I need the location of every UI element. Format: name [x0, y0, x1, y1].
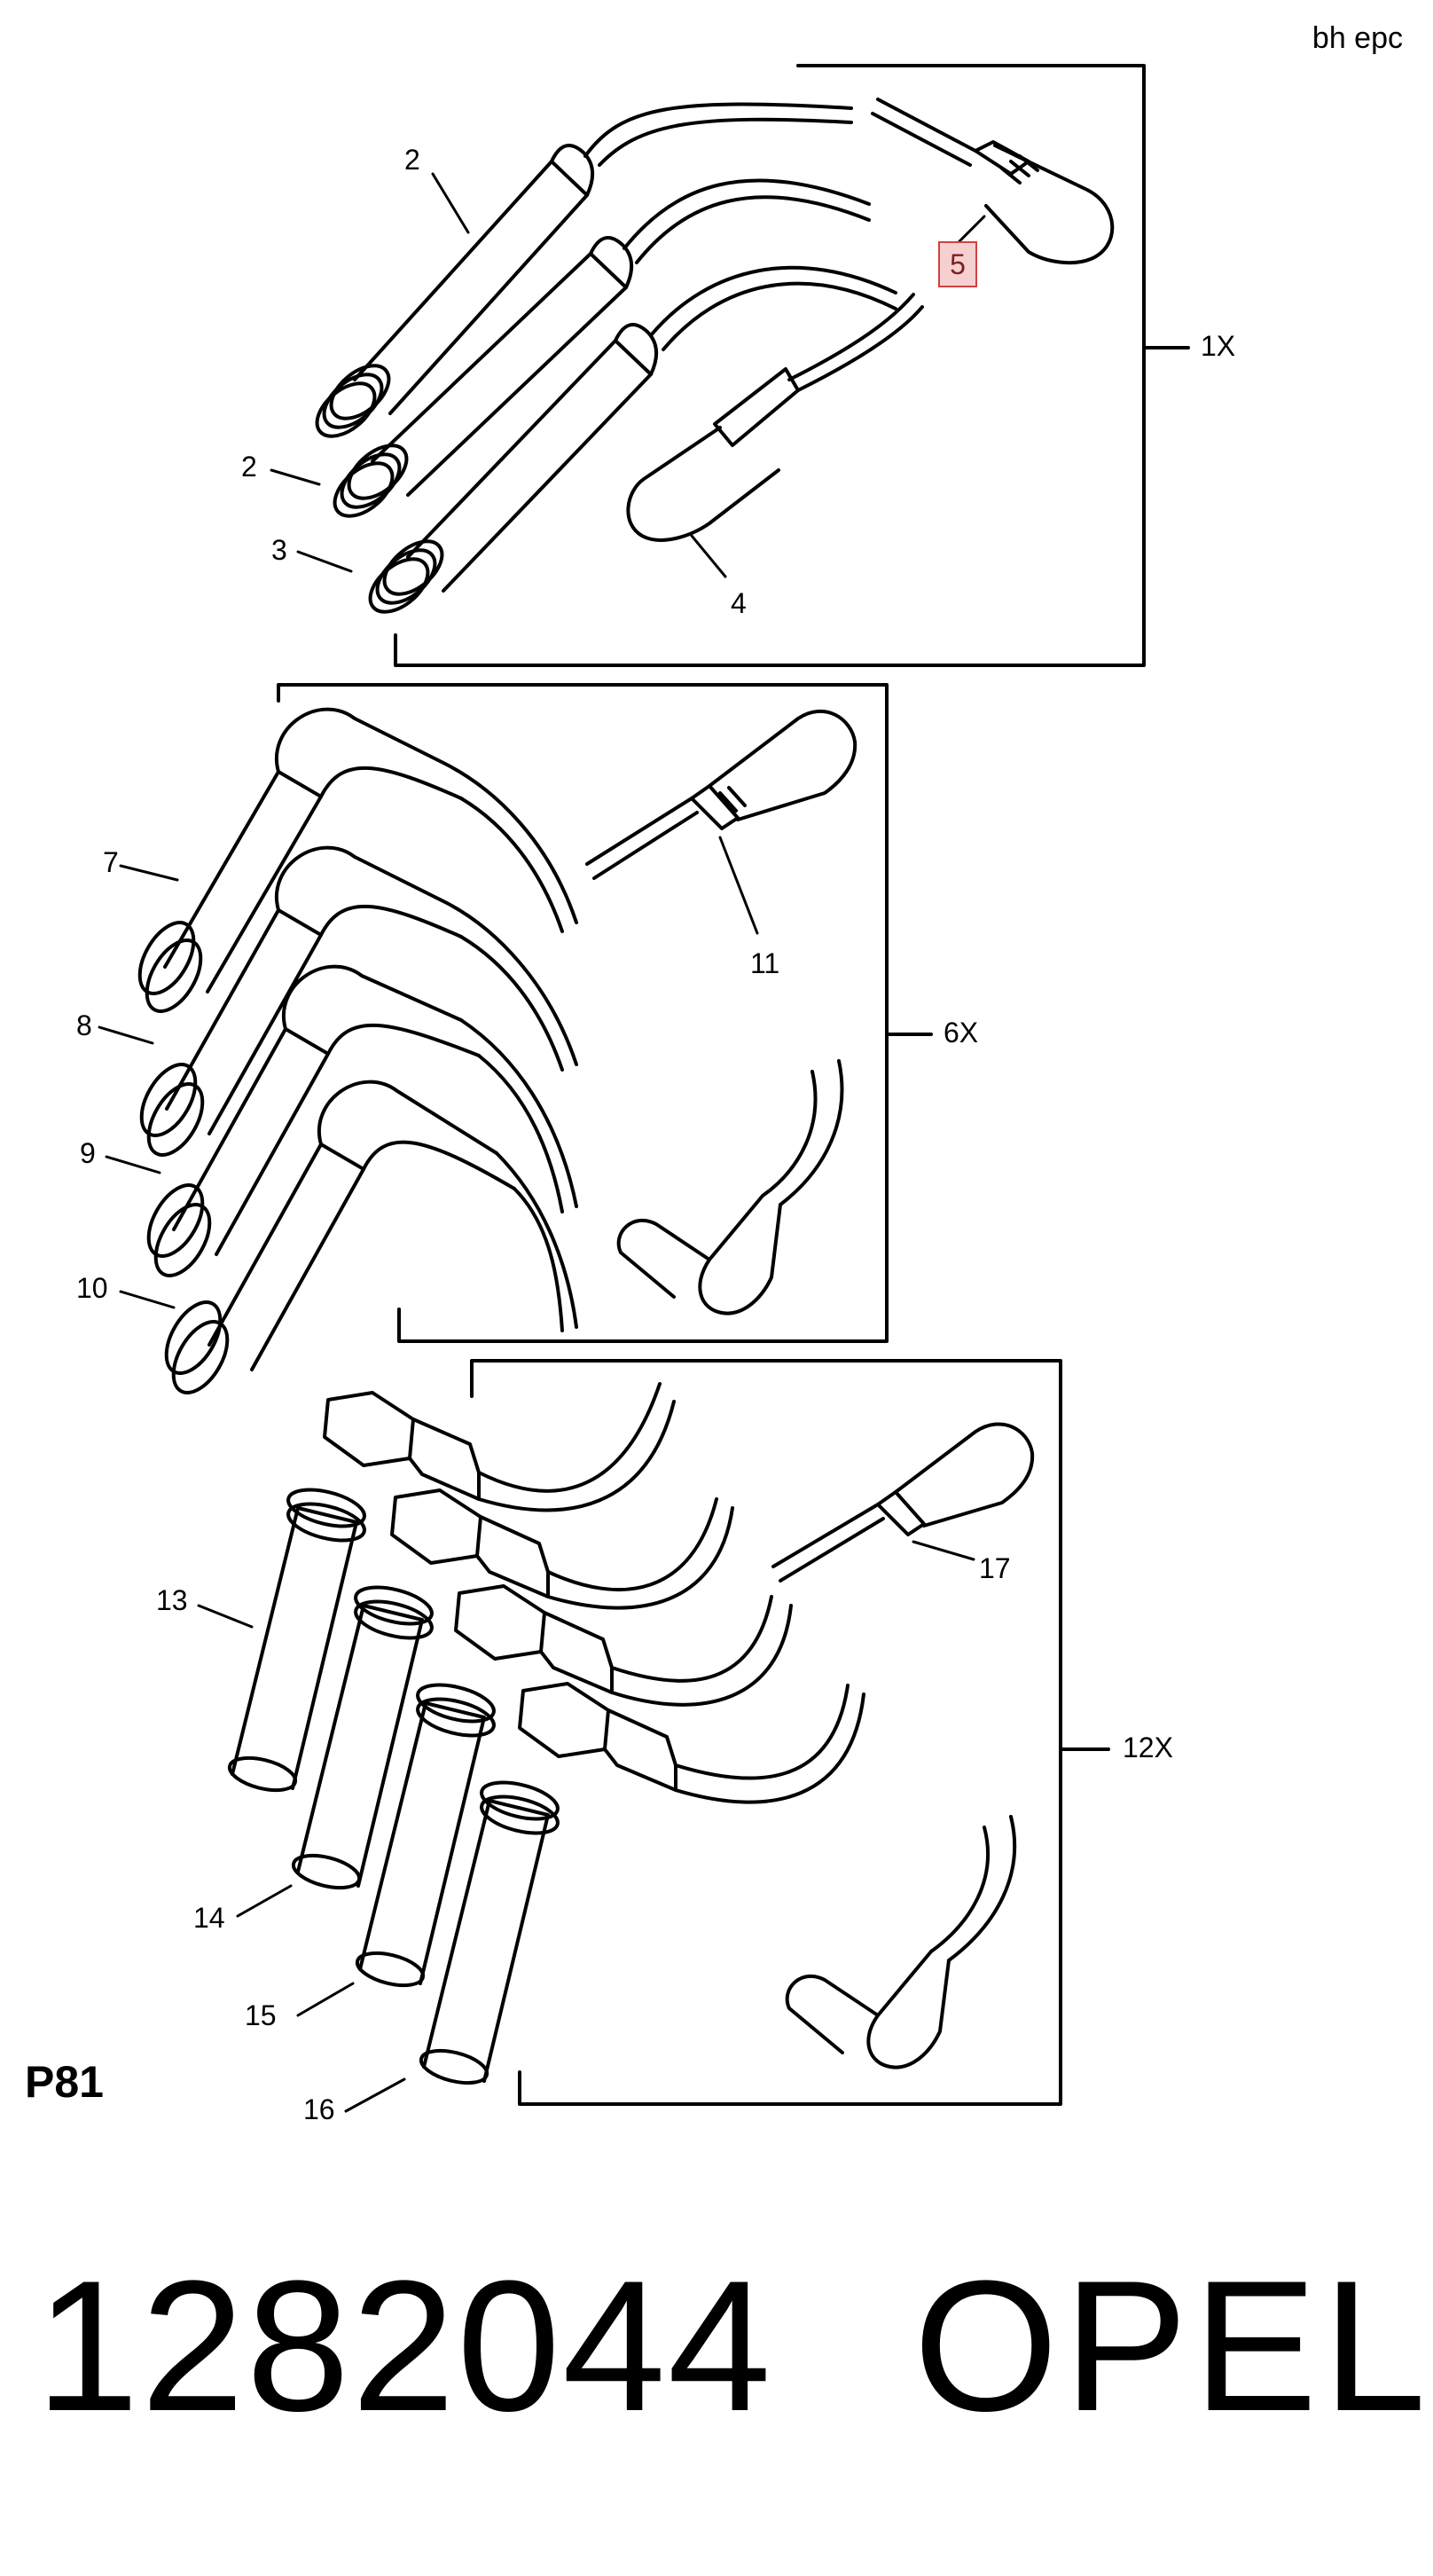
callout-12x: 12X [1123, 1732, 1173, 1763]
callout-4: 4 [731, 587, 747, 619]
brand-name: OPEL [913, 2242, 1432, 2450]
callout-10: 10 [76, 1272, 108, 1304]
header-corner-text: bh epc [1312, 21, 1403, 55]
callout-16: 16 [303, 2093, 335, 2125]
straight-connector-4 [626, 293, 924, 542]
angled-connector-6x [616, 1059, 844, 1315]
boot-set-12x [227, 1382, 865, 2085]
callout-2-lower: 2 [241, 451, 257, 483]
angled-connector-12x [785, 1815, 1017, 2069]
boot-set-1x [315, 102, 897, 614]
callout-2-upper: 2 [404, 144, 420, 176]
leader-lines-6x [98, 836, 759, 1309]
callout-15: 15 [245, 1999, 277, 2031]
callout-14: 14 [193, 1902, 225, 1934]
callout-6x: 6X [944, 1017, 979, 1048]
callout-11: 11 [750, 947, 780, 979]
callout-8: 8 [76, 1009, 92, 1041]
bracket-1x [394, 64, 1190, 667]
coil-connector-17 [771, 1422, 1035, 1583]
callout-17: 17 [979, 1552, 1011, 1584]
coil-connector-11 [585, 709, 857, 880]
bracket-12x [470, 1359, 1110, 2106]
bracket-6x [277, 683, 933, 1343]
part-number: 1282044 [35, 2242, 773, 2450]
callout-1x: 1X [1201, 330, 1236, 362]
callout-5-highlighted[interactable]: 5 [938, 241, 977, 287]
leader-lines-12x [197, 1540, 975, 2113]
callout-9: 9 [80, 1137, 96, 1169]
coil-connector-5 [871, 98, 1115, 265]
callout-3: 3 [271, 534, 287, 566]
page-id: P81 [25, 2057, 104, 2107]
callout-7: 7 [103, 846, 119, 878]
leader-lines-1x [270, 172, 986, 578]
callout-13: 13 [156, 1584, 188, 1616]
boot-set-6x [137, 707, 578, 1394]
